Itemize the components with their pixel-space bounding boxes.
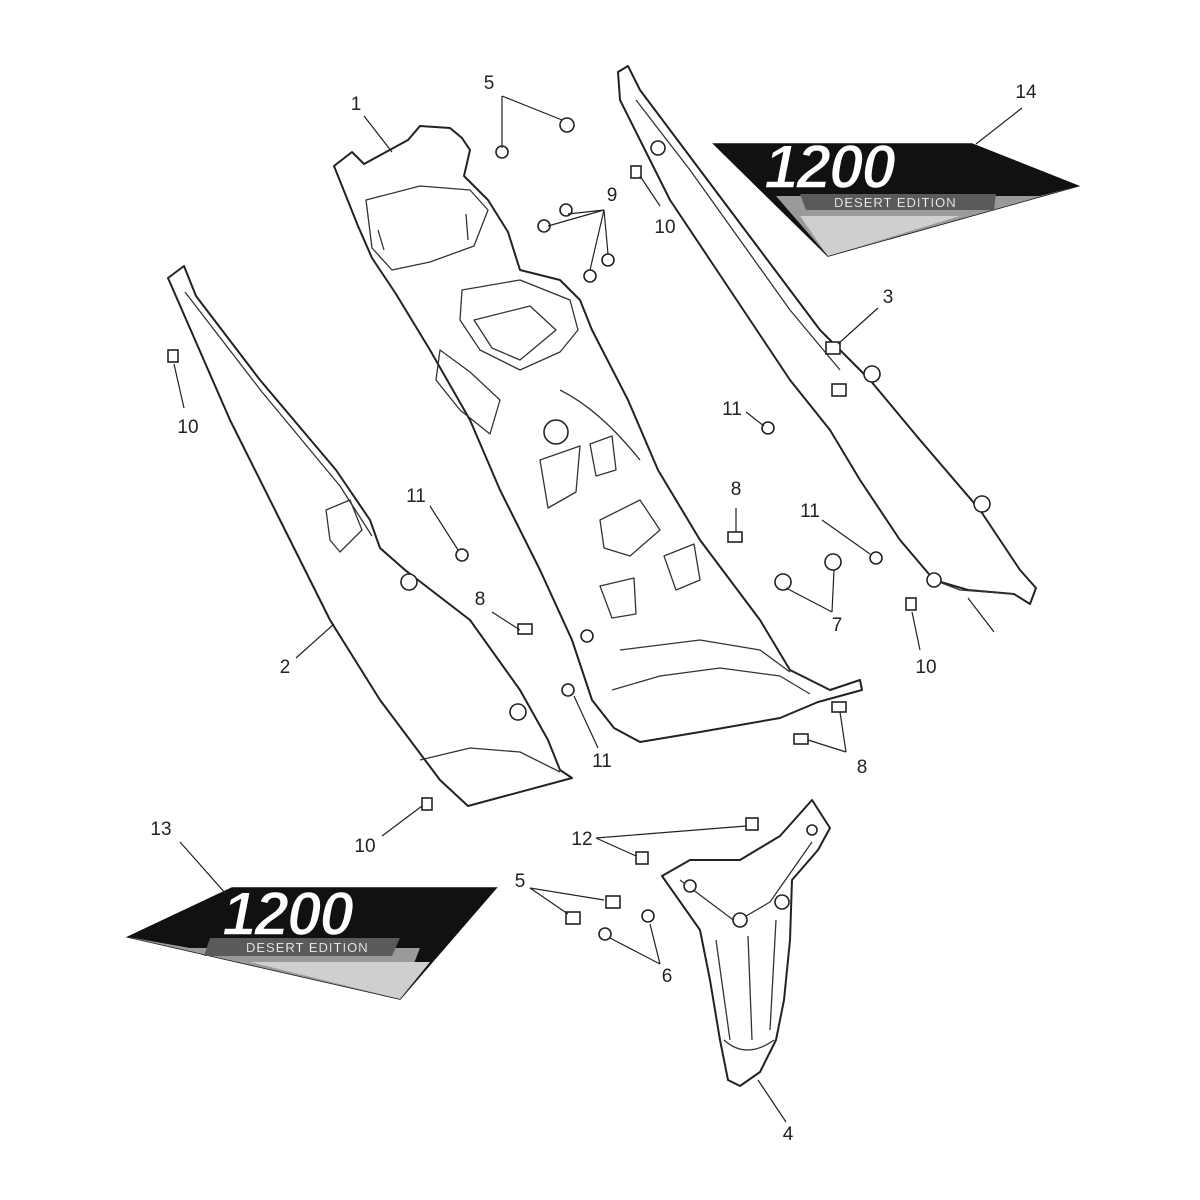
decal-right-model: 1200 xyxy=(764,133,895,202)
callout-6: 6 xyxy=(662,966,673,987)
left-side-panel xyxy=(167,265,573,807)
callout-10-right: 10 xyxy=(915,657,936,678)
decal-left: 1200 DESERT EDITION xyxy=(125,879,498,1000)
callout-8-upper: 8 xyxy=(731,479,742,500)
callout-labels: 1 2 3 4 5 5 6 7 8 8 8 9 10 10 10 10 11 1… xyxy=(150,73,1037,1145)
decal-right: 1200 DESERT EDITION xyxy=(712,132,1081,257)
callout-13: 13 xyxy=(150,819,171,840)
callout-11-bottom: 11 xyxy=(592,751,612,772)
callout-8-lower: 8 xyxy=(857,757,868,778)
callout-11-left: 11 xyxy=(406,486,426,507)
callout-1: 1 xyxy=(351,94,362,115)
callout-5-bottom: 5 xyxy=(515,871,526,892)
callout-10-top: 10 xyxy=(654,217,675,238)
callout-4: 4 xyxy=(783,1124,794,1145)
callout-14: 14 xyxy=(1015,82,1037,103)
callout-9: 9 xyxy=(607,185,618,206)
callout-8-mid: 8 xyxy=(475,589,486,610)
fasteners xyxy=(167,117,917,941)
decal-left-edition: DESERT EDITION xyxy=(246,940,369,955)
callout-10-left: 10 xyxy=(177,417,198,438)
decal-left-model: 1200 xyxy=(222,880,353,949)
right-side-panel xyxy=(617,65,1037,605)
callout-5-top: 5 xyxy=(484,73,495,94)
callout-11-top: 11 xyxy=(722,399,742,420)
callout-2: 2 xyxy=(280,657,291,678)
central-under-tray xyxy=(333,125,863,743)
callout-11-right: 11 xyxy=(800,501,820,522)
decal-right-edition: DESERT EDITION xyxy=(834,195,957,210)
callout-12: 12 xyxy=(571,829,592,850)
callout-10-bottom: 10 xyxy=(354,836,375,857)
rear-hugger xyxy=(661,799,831,1087)
callout-3: 3 xyxy=(883,287,894,308)
callout-7: 7 xyxy=(832,615,843,636)
leader-lines xyxy=(173,95,1023,1123)
